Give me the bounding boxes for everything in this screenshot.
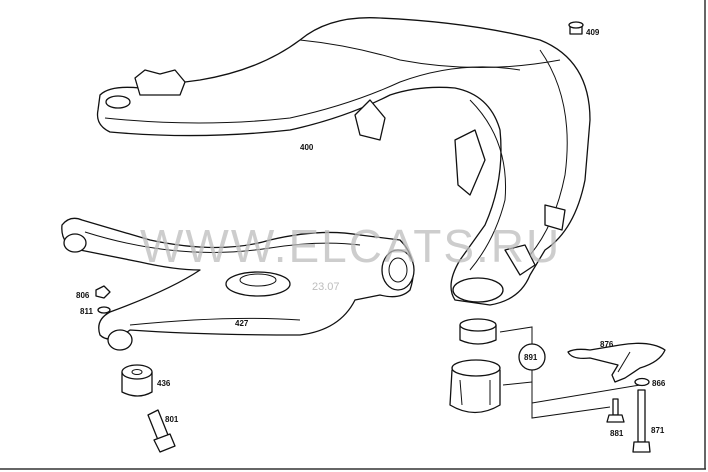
rubber-mount-upper[interactable] <box>459 318 497 345</box>
nut-806[interactable] <box>95 285 111 299</box>
bushing-436[interactable] <box>121 364 153 397</box>
washer-866[interactable] <box>634 377 650 387</box>
label-891: 891 <box>524 353 538 362</box>
label-811: 811 <box>80 307 93 316</box>
label-871: 871 <box>651 426 665 435</box>
label-881: 881 <box>610 429 624 438</box>
group-bracket-891 <box>499 326 641 419</box>
callout-circle-891 <box>518 343 546 371</box>
label-400: 400 <box>300 143 314 152</box>
bolt-801[interactable] <box>147 409 176 453</box>
rubber-mount-lower[interactable] <box>449 359 501 414</box>
bracket-876[interactable] <box>567 342 666 383</box>
control-arm[interactable] <box>61 217 415 351</box>
label-876: 876 <box>600 340 614 349</box>
washer-811[interactable] <box>97 306 111 314</box>
bolt-871[interactable] <box>632 389 651 453</box>
label-806: 806 <box>76 291 90 300</box>
label-427: 427 <box>235 319 249 328</box>
watermark-date: 23.07 <box>312 281 340 293</box>
label-409: 409 <box>586 28 600 37</box>
label-801: 801 <box>165 415 179 424</box>
rear-subframe[interactable] <box>96 17 591 306</box>
plug-409[interactable] <box>568 21 584 35</box>
bolt-881[interactable] <box>606 398 625 423</box>
label-866: 866 <box>652 379 666 388</box>
label-436: 436 <box>157 379 171 388</box>
watermark: WWW.ELCATS.RU <box>140 220 561 272</box>
